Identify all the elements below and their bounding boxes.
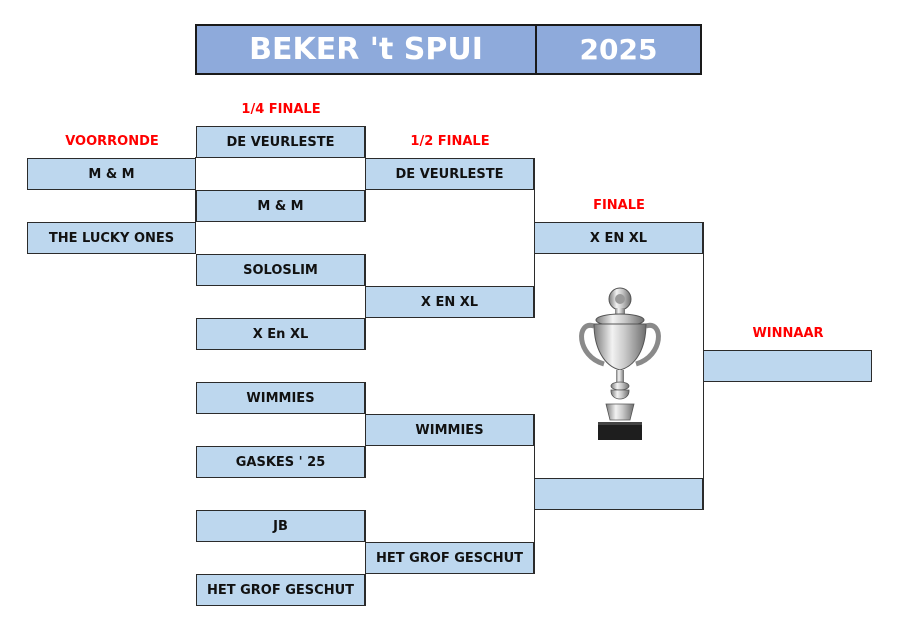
bracket-line (365, 126, 366, 222)
semifinal-team-1: DE VEURLESTE (365, 158, 534, 190)
bracket-line (365, 510, 366, 606)
bracket-line (703, 222, 704, 510)
bracket-line (365, 382, 366, 478)
quarterfinal-team-8: HET GROF GESCHUT (196, 574, 365, 606)
title-bar: BEKER 't SPUI 2025 (195, 24, 702, 75)
semifinal-team-3: WIMMIES (365, 414, 534, 446)
semifinal-team-4: HET GROF GESCHUT (365, 542, 534, 574)
quarterfinal-team-2: M & M (196, 190, 365, 222)
round-label-quarterfinal: 1/4 FINALE (241, 102, 321, 117)
voorronde-team-1: M & M (27, 158, 196, 190)
final-team-2 (534, 478, 703, 510)
quarterfinal-team-1: DE VEURLESTE (196, 126, 365, 158)
page-title: BEKER 't SPUI (197, 26, 537, 73)
quarterfinal-team-4: X En XL (196, 318, 365, 350)
round-label-semifinal: 1/2 FINALE (410, 134, 490, 149)
quarterfinal-team-3: SOLOSLIM (196, 254, 365, 286)
year-label: 2025 (579, 33, 658, 66)
bracket-line (365, 254, 366, 350)
round-label-voorronde: VOORRONDE (65, 134, 159, 149)
voorronde-team-2: THE LUCKY ONES (27, 222, 196, 254)
trophy-cup-icon (579, 287, 661, 440)
round-label-final: FINALE (593, 198, 645, 213)
bracket-line (195, 157, 196, 223)
quarterfinal-team-6: GASKES ' 25 (196, 446, 365, 478)
bracket-line (534, 158, 535, 318)
quarterfinal-team-7: JB (196, 510, 365, 542)
final-team-1: X EN XL (534, 222, 703, 254)
round-label-winner: WINNAAR (752, 326, 824, 341)
bracket-line (534, 414, 535, 574)
semifinal-team-2: X EN XL (365, 286, 534, 318)
winner-box (703, 350, 872, 382)
quarterfinal-team-5: WIMMIES (196, 382, 365, 414)
